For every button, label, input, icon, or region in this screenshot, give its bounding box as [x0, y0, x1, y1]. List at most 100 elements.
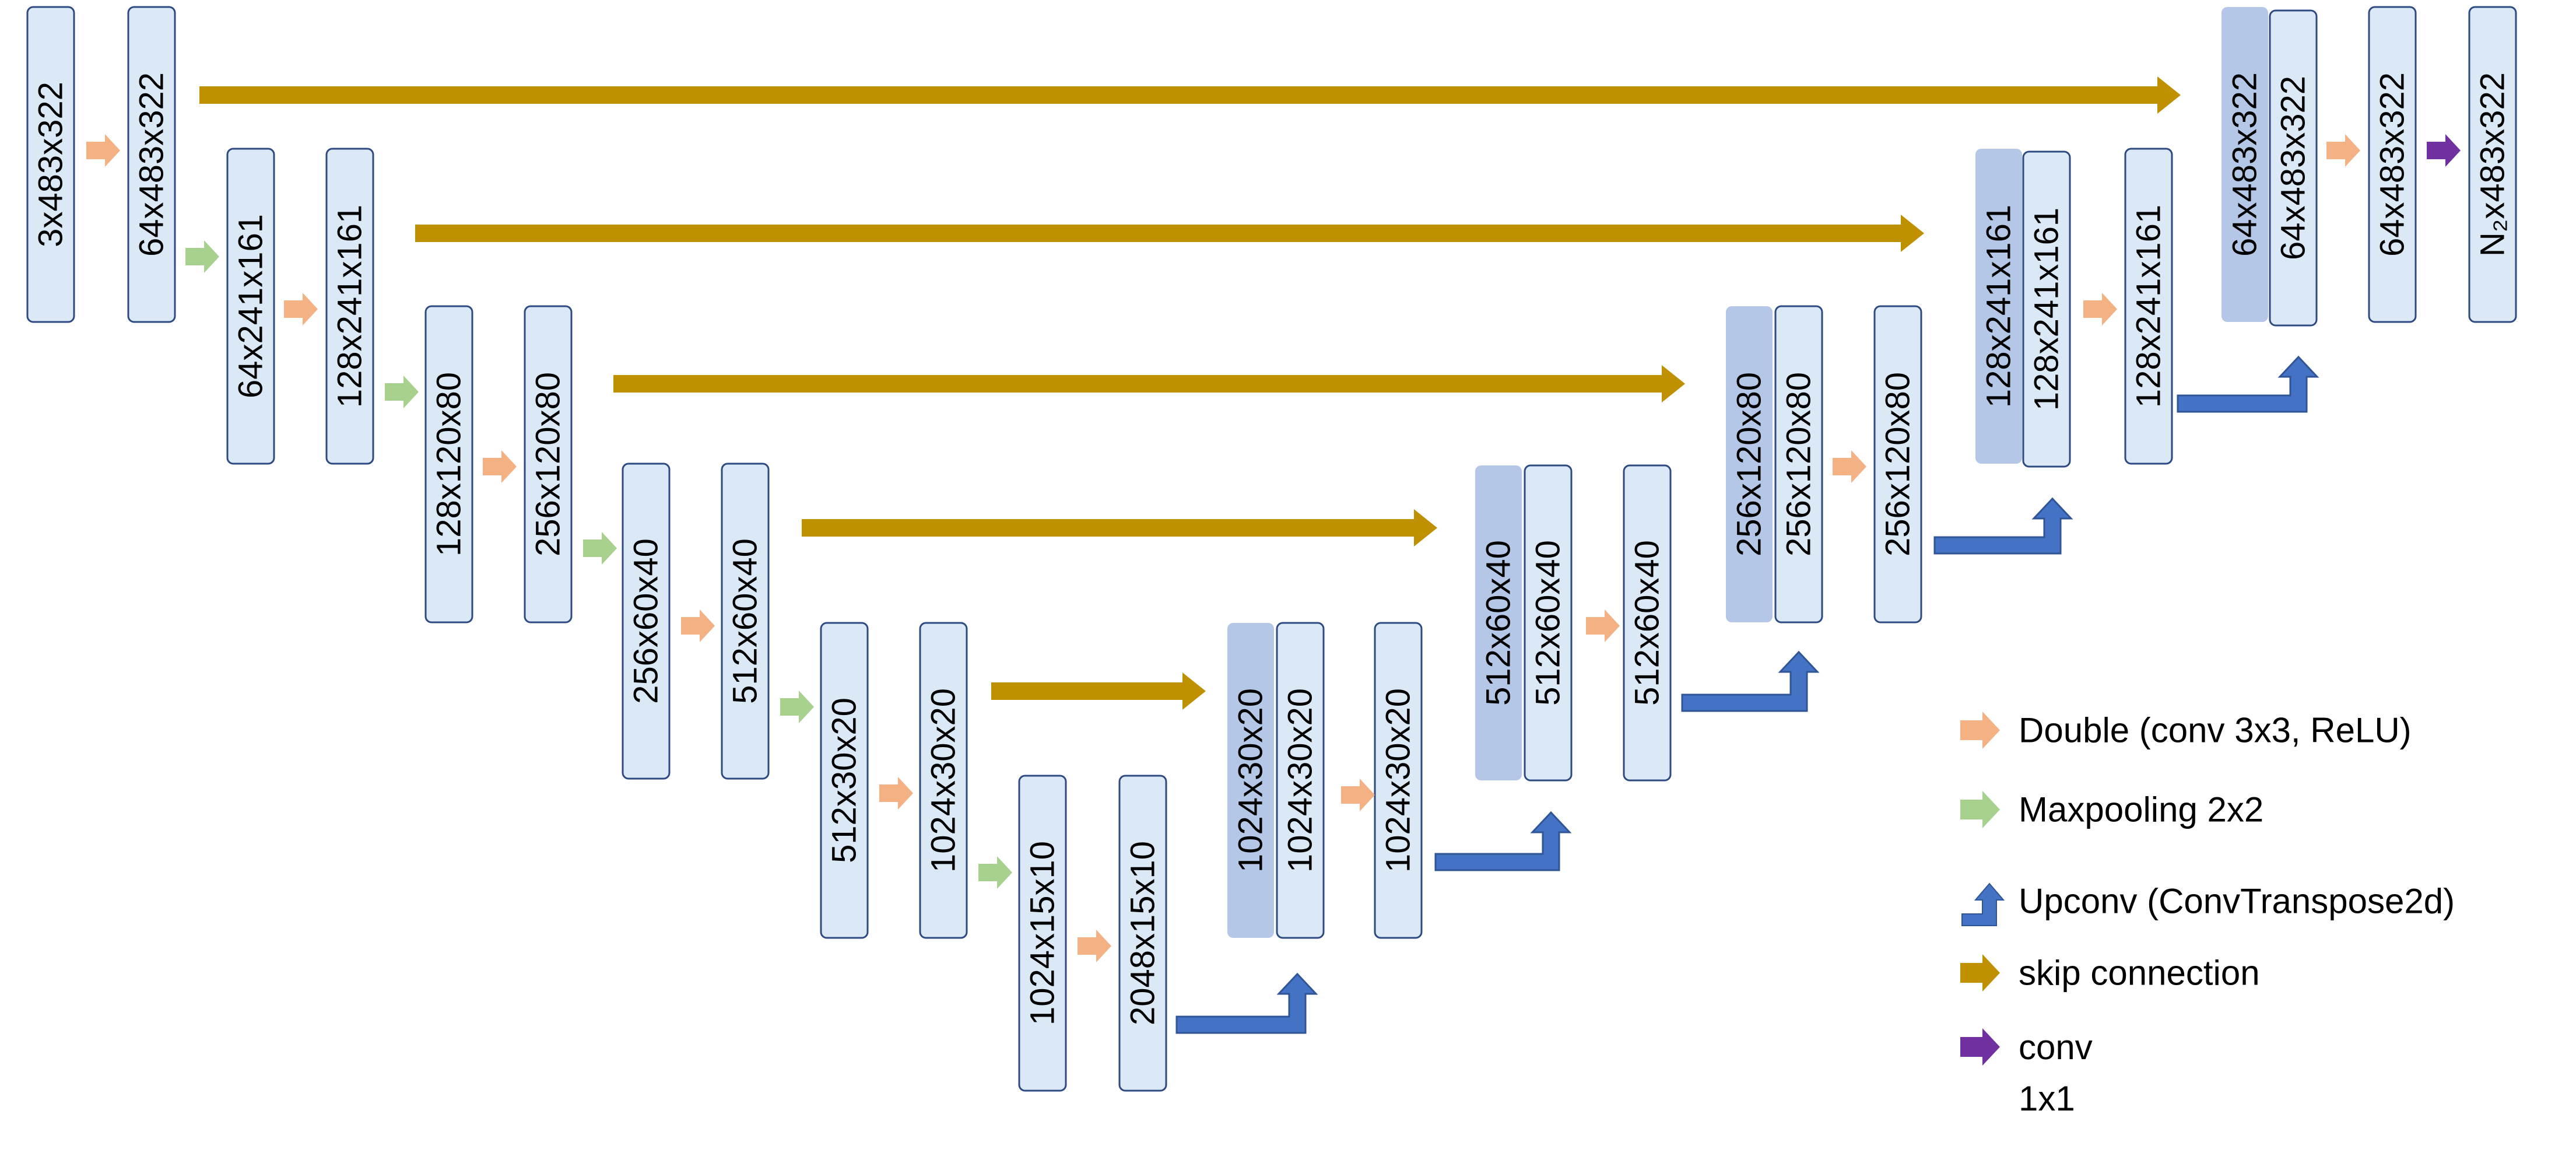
- feature-map-block: 128x241x161: [2124, 148, 2173, 465]
- upconv-arrow: [1175, 972, 1318, 1034]
- block-box: [1018, 775, 1067, 1092]
- feature-map-block: 64x483x322: [127, 6, 176, 323]
- double-conv-arrow: [483, 450, 517, 483]
- block-label: 256x120x80: [1879, 372, 1917, 556]
- feature-map-block: 512x60x40: [1623, 464, 1672, 782]
- skip-connection-arrow: [199, 76, 2181, 114]
- maxpool-arrow: [583, 532, 617, 565]
- block-label: 256x120x80: [1780, 372, 1818, 556]
- feature-map-block: 256x120x80: [1774, 305, 1823, 623]
- legend-skip-icon: [1960, 954, 2000, 992]
- concat-block: 512x60x40: [1475, 465, 1522, 780]
- block-label: 256x120x80: [1731, 372, 1768, 556]
- skip-connection-arrow: [613, 365, 1685, 402]
- legend-label: Upconv (ConvTranspose2d): [2019, 882, 2455, 921]
- block-label: 256x60x40: [627, 538, 665, 704]
- feature-map-block: 1024x30x20: [1276, 622, 1325, 939]
- skip-connection-arrow: [991, 672, 1206, 710]
- feature-map-block: 1024x30x20: [1374, 622, 1423, 939]
- block-box: [2022, 150, 2071, 468]
- block-box: [1726, 306, 1773, 622]
- block-label: 64x483x322: [2374, 72, 2412, 257]
- legend-item-double: Double (conv 3x3, ReLU): [1960, 711, 2412, 750]
- maxpool-arrow: [385, 376, 419, 408]
- block-label: 128x241x161: [331, 205, 369, 408]
- block-box: [1873, 305, 1922, 623]
- feature-map-block: 512x60x40: [721, 463, 770, 780]
- double-conv-arrow: [681, 609, 715, 642]
- feature-map-block: 512x30x20: [820, 622, 869, 939]
- block-box: [127, 6, 176, 323]
- concat-block: 256x120x80: [1726, 306, 1773, 622]
- block-box: [1774, 305, 1823, 623]
- upconv-arrow: [1933, 497, 2073, 555]
- legend-upconv-icon: [1961, 882, 2005, 926]
- concat-block: 64x483x322: [2221, 7, 2268, 322]
- feature-map-block: 128x241x161: [2022, 150, 2071, 468]
- block-label: 64x483x322: [2275, 76, 2312, 260]
- block-box: [721, 463, 770, 780]
- block-box: [524, 305, 573, 623]
- block-label: 256x120x80: [529, 372, 567, 556]
- maxpool-arrow: [978, 856, 1012, 889]
- feature-map-block: 256x60x40: [622, 463, 671, 780]
- block-box: [2221, 7, 2268, 322]
- block-box: [1623, 464, 1672, 782]
- double-conv-arrow: [284, 293, 318, 325]
- legend-maxpool-icon: [1960, 791, 2000, 828]
- feature-map-block: 256x120x80: [524, 305, 573, 623]
- block-label: 64x241x161: [232, 214, 270, 398]
- block-box: [2368, 6, 2417, 323]
- block-label: 128x241x161: [2130, 205, 2168, 408]
- block-label: 64x483x322: [133, 72, 171, 257]
- upconv-arrow: [2177, 355, 2319, 413]
- upconv-arrow: [1681, 650, 1820, 712]
- feature-map-block: 128x241x161: [325, 148, 374, 465]
- feature-map-block: N₂x483x322: [2468, 6, 2517, 323]
- double-conv-arrow: [2326, 134, 2360, 167]
- block-label: 512x60x40: [1629, 540, 1666, 706]
- block-box: [1276, 622, 1325, 939]
- double-conv-arrow: [86, 134, 120, 167]
- block-box: [622, 463, 671, 780]
- block-box: [2468, 6, 2517, 323]
- legend-item-upconv: Upconv (ConvTranspose2d): [1961, 882, 2455, 926]
- feature-map-block: 2048x15x10: [1118, 775, 1167, 1092]
- concat-block: 128x241x161: [1975, 149, 2022, 464]
- block-label: 128x241x161: [1980, 205, 2018, 408]
- block-label: 128x241x161: [2028, 208, 2066, 411]
- feature-map-block: 128x120x80: [424, 305, 473, 623]
- feature-map-block: 64x483x322: [2368, 6, 2417, 323]
- block-box: [1374, 622, 1423, 939]
- block-box: [2269, 9, 2318, 327]
- block-box: [26, 6, 75, 323]
- maxpool-arrow: [185, 240, 219, 273]
- double-conv-arrow: [1341, 779, 1375, 811]
- double-conv-arrow: [1078, 930, 1111, 962]
- skip-connection-arrow: [415, 215, 1924, 252]
- concat-block: 1024x30x20: [1227, 623, 1274, 938]
- block-box: [424, 305, 473, 623]
- feature-map-block: 256x120x80: [1873, 305, 1922, 623]
- legend-conv-icon: [1960, 1028, 2000, 1066]
- block-label: 3x483x322: [32, 82, 70, 247]
- block-box: [2124, 148, 2173, 465]
- legend-label: Maxpooling 2x2: [2019, 790, 2263, 829]
- legend-item-skip: skip connection: [1960, 954, 2260, 993]
- legend-label: Double (conv 3x3, ReLU): [2019, 711, 2412, 750]
- block-box: [820, 622, 869, 939]
- double-conv-arrow: [879, 777, 913, 810]
- feature-map-block: 1024x30x20: [919, 622, 968, 939]
- block-label: 512x60x40: [727, 538, 764, 704]
- conv1x1-arrow: [2427, 134, 2461, 167]
- double-conv-arrow: [1833, 450, 1866, 483]
- block-label: 512x30x20: [826, 698, 864, 863]
- block-box: [325, 148, 374, 465]
- maxpool-arrow: [780, 691, 814, 723]
- feature-map-block: 512x60x40: [1524, 464, 1573, 782]
- block-box: [1524, 464, 1573, 782]
- block-label: 1024x30x20: [925, 688, 963, 873]
- block-box: [919, 622, 968, 939]
